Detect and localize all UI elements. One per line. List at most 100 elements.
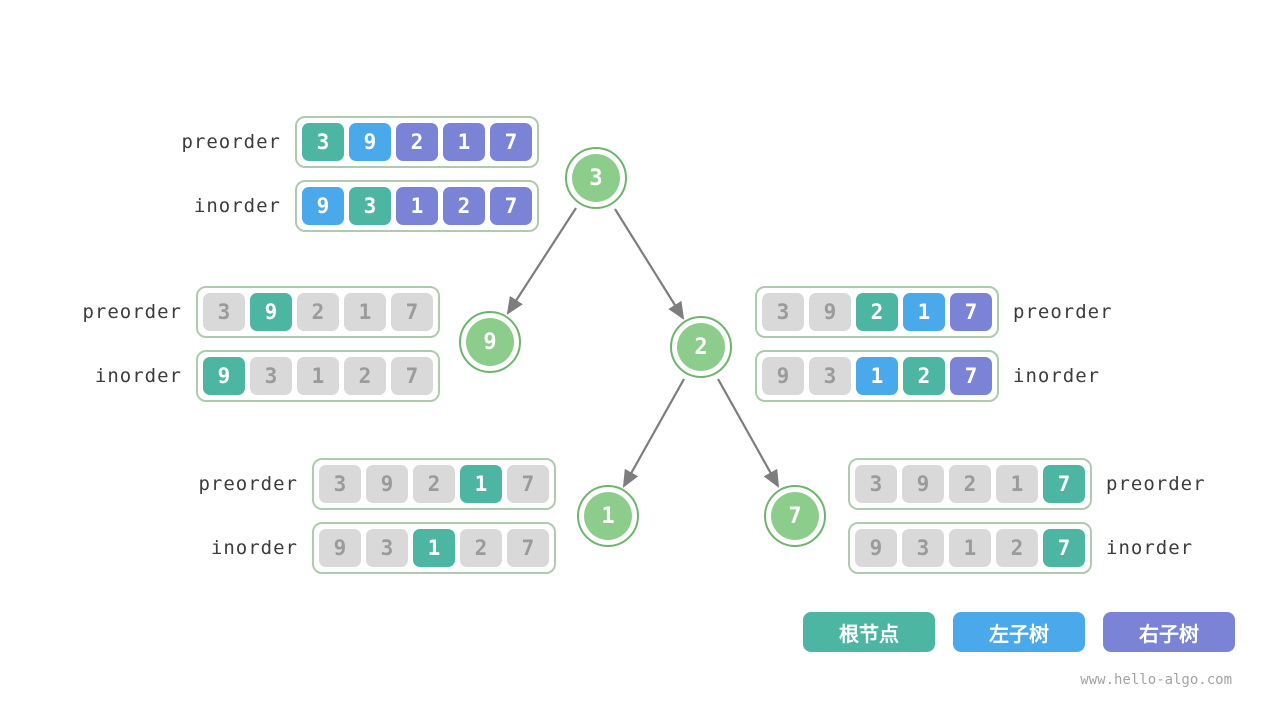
- array-cell: 1: [903, 293, 945, 331]
- preorder-label: preorder: [1013, 301, 1113, 323]
- array-cell: 3: [855, 465, 897, 503]
- array-cell: 3: [809, 357, 851, 395]
- array-cell: 7: [507, 465, 549, 503]
- array-cell: 3: [319, 465, 361, 503]
- array-cell: 3: [250, 357, 292, 395]
- tree-node-7: 7: [764, 485, 826, 547]
- tree-node-value: 1: [584, 492, 632, 540]
- array-cell: 9: [809, 293, 851, 331]
- array-cell: 9: [319, 529, 361, 567]
- array-cell: 7: [507, 529, 549, 567]
- array-cell: 9: [203, 357, 245, 395]
- array-cell: 1: [949, 529, 991, 567]
- array-cell: 7: [391, 357, 433, 395]
- array-cell: 9: [302, 187, 344, 225]
- inorder-label: inorder: [1013, 365, 1101, 387]
- array-cell: 3: [902, 529, 944, 567]
- array-cell: 2: [413, 465, 455, 503]
- array-cell: 9: [762, 357, 804, 395]
- edge-3-to-2: [614, 208, 685, 320]
- array-cell: 7: [950, 357, 992, 395]
- inorder-label: inorder: [1106, 537, 1194, 559]
- array-cell: 9: [902, 465, 944, 503]
- array-cell: 7: [950, 293, 992, 331]
- edge-2-to-1: [622, 378, 685, 488]
- array-cell: 2: [996, 529, 1038, 567]
- array-cell: 2: [949, 465, 991, 503]
- array-cell: 1: [856, 357, 898, 395]
- tree-node-value: 2: [677, 323, 725, 371]
- array-cell: 9: [349, 123, 391, 161]
- tree-node-1: 1: [577, 485, 639, 547]
- array-cell: 2: [344, 357, 386, 395]
- array-cell: 3: [366, 529, 408, 567]
- tree-node-2: 2: [670, 316, 732, 378]
- legend-badge-left-subtree: 左子树: [953, 612, 1085, 652]
- tree-node-9: 9: [459, 311, 521, 373]
- array-cell: 9: [250, 293, 292, 331]
- preorder-label: preorder: [181, 131, 281, 153]
- legend: 根节点 左子树 右子树: [803, 612, 1235, 652]
- preorder-label: preorder: [82, 301, 182, 323]
- array-cell: 1: [460, 465, 502, 503]
- inorder-label: inorder: [210, 537, 298, 559]
- array-cell: 3: [302, 123, 344, 161]
- array-cell: 7: [391, 293, 433, 331]
- preorder-label: preorder: [198, 473, 298, 495]
- tree-node-value: 7: [771, 492, 819, 540]
- array-cell: 7: [1043, 529, 1085, 567]
- legend-badge-right-subtree: 右子树: [1103, 612, 1235, 652]
- tree-node-3: 3: [565, 147, 627, 209]
- array-cell: 2: [856, 293, 898, 331]
- array-cell: 2: [443, 187, 485, 225]
- array-cell: 1: [413, 529, 455, 567]
- array-cell: 2: [297, 293, 339, 331]
- inorder-label: inorder: [193, 195, 281, 217]
- array-cell: 3: [203, 293, 245, 331]
- legend-badge-root-node: 根节点: [803, 612, 935, 652]
- array-cell: 7: [490, 187, 532, 225]
- array-cell: 2: [460, 529, 502, 567]
- array-cell: 3: [762, 293, 804, 331]
- array-cell: 9: [366, 465, 408, 503]
- tree-node-value: 9: [466, 318, 514, 366]
- array-cell: 7: [490, 123, 532, 161]
- array-cell: 1: [396, 187, 438, 225]
- array-cell: 1: [996, 465, 1038, 503]
- preorder-label: preorder: [1106, 473, 1206, 495]
- array-cell: 9: [855, 529, 897, 567]
- tree-node-value: 3: [572, 154, 620, 202]
- array-cell: 7: [1043, 465, 1085, 503]
- watermark-text: www.hello-algo.com: [1080, 672, 1232, 688]
- array-cell: 3: [349, 187, 391, 225]
- array-cell: 1: [443, 123, 485, 161]
- array-cell: 2: [396, 123, 438, 161]
- inorder-label: inorder: [94, 365, 182, 387]
